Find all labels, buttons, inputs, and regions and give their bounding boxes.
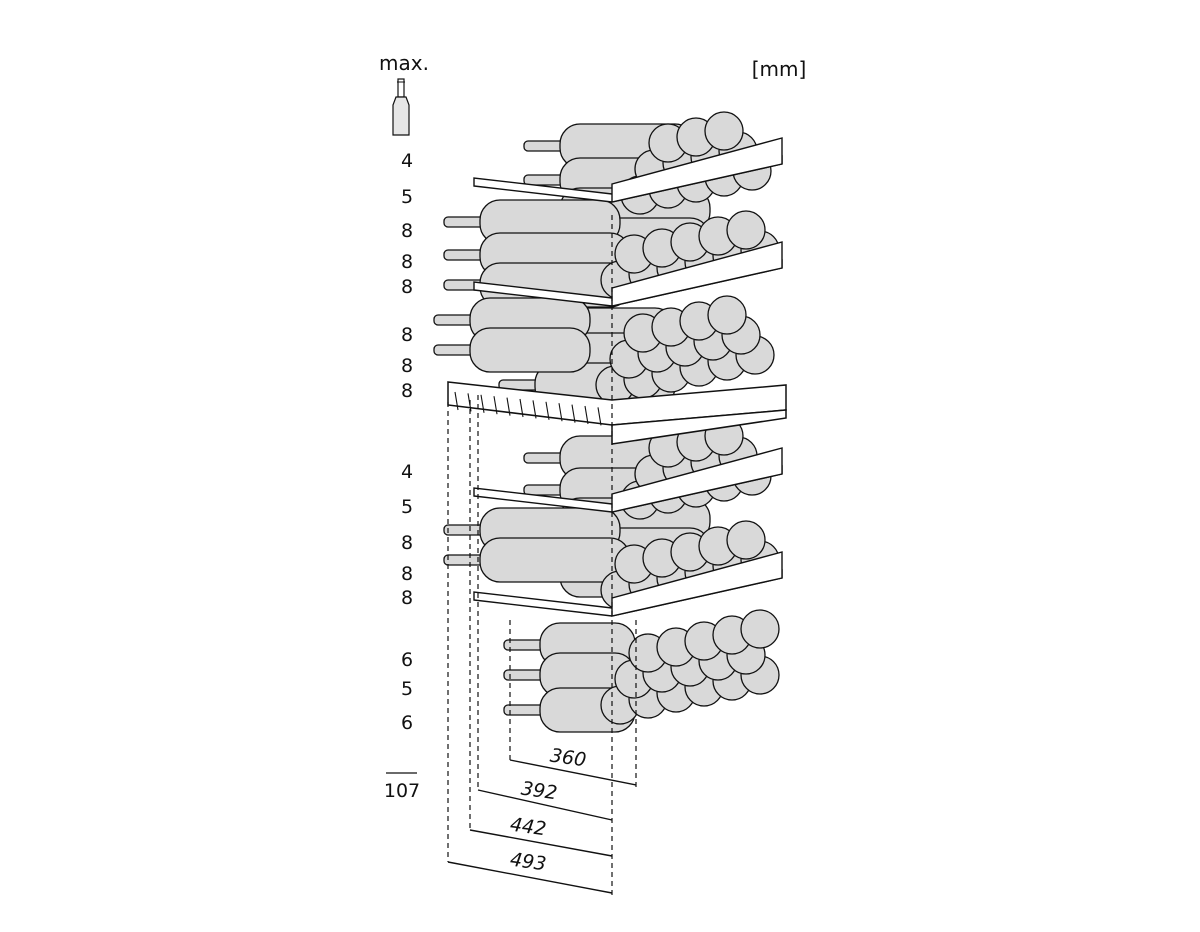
divider-shelf: [447, 381, 787, 445]
bottle-end: [707, 295, 747, 335]
dimension-392: 392: [519, 777, 559, 805]
dimension-lines: [447, 759, 637, 894]
bottle-end: [726, 520, 766, 560]
shelf-count-14: 6: [400, 649, 414, 671]
shelf-group: [447, 137, 787, 617]
dimension-493: 493: [508, 848, 548, 876]
bottle-end: [704, 111, 744, 151]
side-bottle: [443, 537, 631, 583]
dimension-360: 360: [548, 744, 588, 772]
bottle-icon: [392, 78, 410, 136]
shelf-count-6: 8: [400, 324, 414, 346]
shelf-count-8: 8: [400, 380, 414, 402]
shelf: [473, 137, 783, 203]
shelf-count-5: 8: [400, 276, 414, 298]
bottle-end: [740, 609, 780, 649]
max-label: max.: [379, 51, 429, 75]
dimension-guide-lines: [447, 215, 637, 895]
shelf-count-12: 8: [400, 563, 414, 585]
dimension-line: [469, 829, 613, 857]
shelf-count-9: 4: [400, 461, 414, 483]
unit-label: [mm]: [751, 57, 807, 81]
shelf-count-3: 8: [400, 220, 414, 242]
shelf-count-2: 5: [400, 186, 414, 208]
shelf-count-11: 8: [400, 532, 414, 554]
total-count: 107: [383, 780, 421, 802]
dimension-line: [447, 861, 613, 894]
shelf-count-13: 8: [400, 587, 414, 609]
side-bottle: [433, 327, 591, 373]
shelf-count-10: 5: [400, 496, 414, 518]
shelf-count-1: 4: [400, 150, 414, 172]
shelf-count-15: 5: [400, 678, 414, 700]
dimension-line: [477, 789, 613, 821]
side-bottle: [503, 652, 636, 698]
dimension-line: [509, 759, 637, 786]
dimension-442: 442: [508, 813, 548, 841]
shelf-count-4: 8: [400, 251, 414, 273]
shelf-count-7: 8: [400, 355, 414, 377]
bottle-end: [726, 210, 766, 250]
shelf-count-16: 6: [400, 712, 414, 734]
